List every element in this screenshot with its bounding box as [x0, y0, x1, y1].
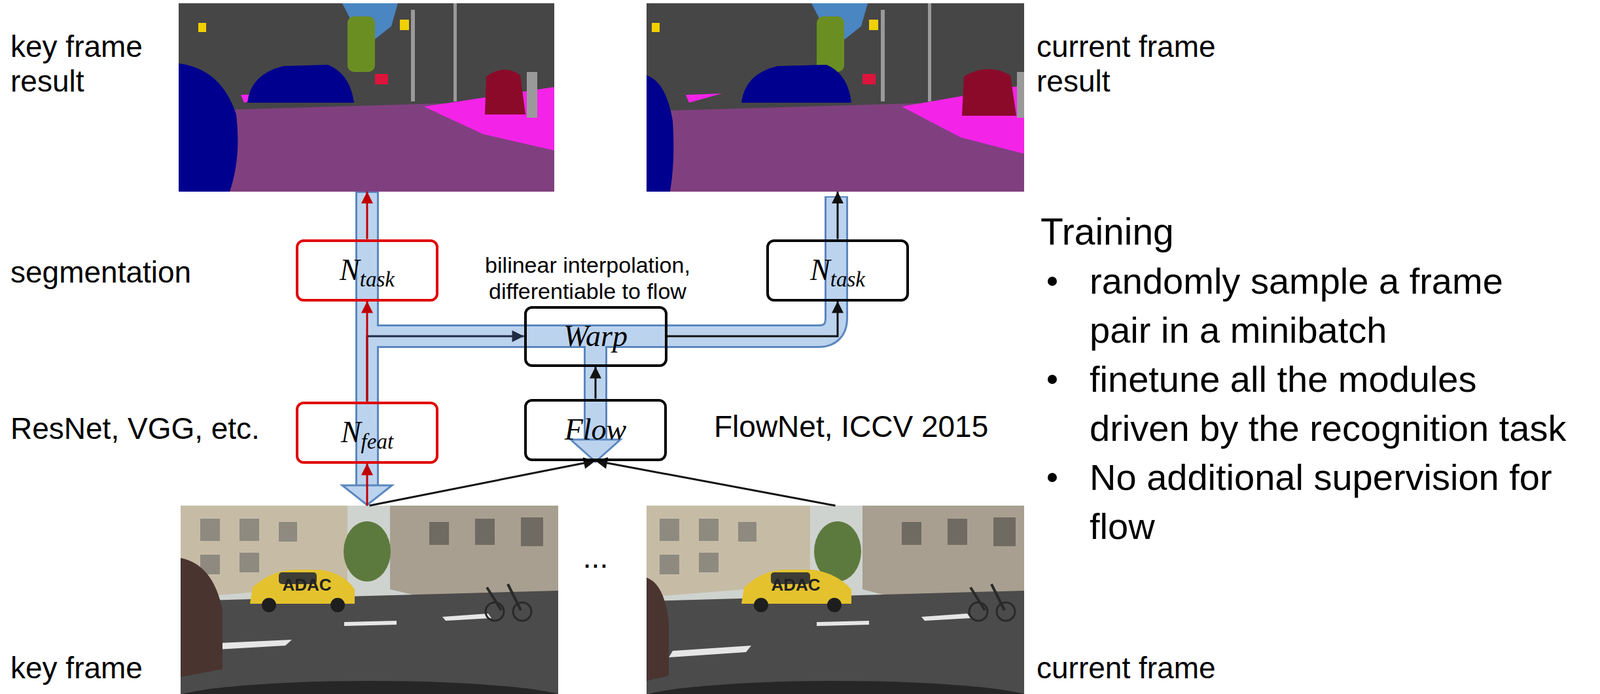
- training-notes: Trainingrandomly sample a frame pair in …: [1040, 207, 1584, 552]
- module-name: Flow: [564, 411, 627, 448]
- connector: [595, 457, 836, 506]
- bullet-dot: [1047, 473, 1057, 483]
- connector: [361, 463, 374, 507]
- arrowhead: [361, 191, 374, 204]
- frame-label: key frame result: [10, 29, 168, 99]
- arrowhead: [361, 301, 374, 314]
- arrowhead: [831, 301, 844, 314]
- annotation: FlowNet, ICCV 2015: [713, 409, 1022, 445]
- connector: [361, 301, 374, 402]
- frame-label: current frame result: [1036, 29, 1253, 99]
- bullet-text: randomly sample a frame pair in a miniba…: [1089, 260, 1504, 351]
- frame-image: key frame: [180, 505, 559, 694]
- street-photo: [633, 505, 1040, 694]
- connector-line: [595, 461, 836, 507]
- module-box: Flow: [524, 399, 667, 462]
- ellipsis: ...: [575, 540, 616, 576]
- module-symbol: Flow: [564, 412, 627, 447]
- bullet-dot: [1047, 374, 1057, 385]
- connector-line: [369, 461, 597, 507]
- frame-image: current frame: [646, 505, 1025, 694]
- connector-line: [367, 336, 525, 402]
- module-symbol: N: [810, 253, 831, 287]
- bullet-item: randomly sample a frame pair in a miniba…: [1089, 256, 1571, 355]
- annotation: bilinear interpolation, differentiable t…: [476, 251, 699, 305]
- bullet-item: No additional supervision for flow: [1089, 452, 1571, 552]
- connector: [667, 301, 845, 338]
- connector: [831, 191, 844, 240]
- connector-line: [667, 301, 839, 338]
- connector: [367, 330, 525, 402]
- module-subscript: feat: [361, 429, 394, 454]
- module-box: Warp: [524, 306, 668, 368]
- module-name: Nfeat: [340, 414, 394, 451]
- connector: [589, 367, 602, 400]
- layer-label: segmentation: [10, 255, 286, 290]
- module-box: Ntask: [295, 239, 439, 302]
- module-box: Nfeat: [295, 401, 439, 464]
- notes-heading: Training: [1040, 207, 1584, 257]
- module-symbol: Warp: [563, 319, 628, 353]
- module-name: Ntask: [810, 251, 866, 288]
- segmentation-map: [178, 3, 555, 192]
- arrowhead: [512, 330, 525, 343]
- car-text: ADAC: [756, 575, 836, 596]
- frame-label: current frame: [1036, 651, 1253, 686]
- bullet-item: finetune all the modules driven by the r…: [1089, 354, 1571, 453]
- module-box: Ntask: [766, 239, 909, 302]
- arrowhead: [831, 191, 844, 204]
- car-text: ADAC: [267, 575, 347, 596]
- segmentation-map: [646, 3, 1025, 192]
- connector: [361, 191, 374, 240]
- bullet-dot: [1047, 276, 1057, 286]
- arrowhead: [589, 367, 602, 379]
- layer-label: ResNet, VGG, etc.: [10, 411, 292, 447]
- module-symbol: N: [339, 253, 360, 287]
- module-subscript: task: [359, 267, 395, 292]
- bullet-text: No additional supervision for flow: [1089, 456, 1553, 548]
- frame-image: key frame result: [178, 3, 555, 192]
- frame-label: key frame: [10, 651, 175, 686]
- connector: [369, 457, 597, 506]
- module-name: Ntask: [339, 251, 395, 288]
- module-subscript: task: [830, 267, 866, 292]
- arrowhead: [361, 463, 374, 476]
- module-symbol: N: [340, 415, 362, 449]
- module-name: Warp: [563, 318, 628, 355]
- bullet-text: finetune all the modules driven by the r…: [1089, 358, 1566, 449]
- connector-line: [366, 301, 369, 402]
- street-photo: [167, 505, 574, 694]
- frame-image: current frame result: [646, 3, 1025, 192]
